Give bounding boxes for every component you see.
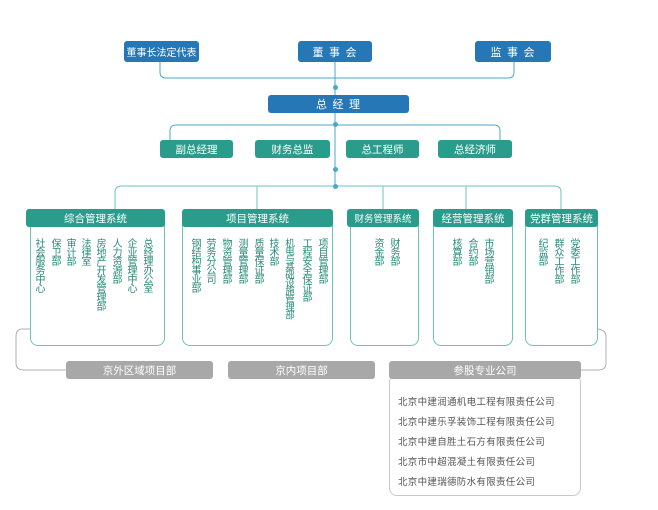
legal-representative-node: 董事长法定代表	[124, 41, 199, 62]
dept-label: 党委工作部	[568, 238, 579, 283]
dept-label: 资金部	[372, 238, 383, 265]
dept-label: 核算部	[450, 238, 461, 265]
dept-label: 财务部	[388, 238, 399, 265]
dept-label: 合约部	[466, 238, 477, 265]
system-panel-general	[30, 213, 165, 346]
connector-dot	[333, 184, 338, 189]
dept-label: 法律室	[79, 238, 90, 265]
dept-label: 劳务分公司	[204, 238, 215, 283]
dept-label: 社会服务中心	[33, 238, 44, 292]
system-header-general: 综合管理系统	[26, 209, 165, 227]
dept-label: 市场营销部	[482, 238, 493, 283]
system-panel-finance	[350, 213, 419, 346]
company-item: 北京中建润通机电工程有限责任公司	[398, 397, 555, 408]
system-header-business: 经营管理系统	[433, 209, 513, 227]
board-node: 董 事 会	[298, 41, 372, 62]
company-item: 北京中建自胜土石方有限责任公司	[398, 437, 546, 448]
connector-dot	[333, 122, 338, 127]
company-item: 北京中建瑞德防水有限责任公司	[398, 477, 536, 488]
dept-label: 机电与基础设施管理部	[283, 238, 294, 318]
dept-label: 人力资源部	[110, 238, 121, 283]
system-header-party: 党群管理系统	[525, 209, 598, 227]
cfo-node: 财务总监	[255, 140, 330, 158]
dept-label: 纪监部	[536, 238, 547, 265]
dept-label: 保卫部	[49, 238, 60, 265]
system-header-finance: 财务管理系统	[347, 209, 419, 227]
dept-label: 总经理办公室	[141, 238, 152, 292]
dept-label: 房地产开发管理部	[94, 238, 105, 310]
dept-label: 物资管理部	[220, 238, 231, 283]
chief-engineer-node: 总工程师	[346, 140, 419, 158]
dept-label: 审计部	[64, 238, 75, 265]
deputy-gm-node: 副总经理	[160, 140, 233, 158]
chief-economist-node: 总经济师	[438, 140, 512, 158]
dept-label: 项目管理部	[316, 238, 327, 283]
company-item: 北京市中超混凝土有限责任公司	[398, 457, 536, 468]
general-manager-node: 总 经 理	[268, 95, 409, 113]
system-panel-project	[182, 213, 333, 346]
dept-label: 质量保证部	[252, 238, 263, 283]
dept-label: 测量管理部	[236, 238, 247, 283]
supervisory-board-node: 监 事 会	[475, 41, 551, 62]
system-panel-business	[433, 213, 513, 346]
companies-header: 参股专业公司	[389, 361, 581, 379]
dept-label: 技术部	[267, 238, 278, 265]
dept-label: 工程安全保证部	[300, 238, 311, 301]
dept-label: 群众工作部	[552, 238, 563, 283]
companies-panel	[389, 374, 581, 496]
connector-dot	[333, 85, 338, 90]
outer-region-projects-node: 京外区域项目部	[66, 361, 213, 379]
system-header-project: 项目管理系统	[182, 209, 333, 227]
company-item: 北京中建乐孚装饰工程有限责任公司	[398, 417, 555, 428]
beijing-projects-node: 京内项目部	[228, 361, 375, 379]
connector-dot	[333, 167, 338, 172]
dept-label: 企业管理中心	[125, 238, 136, 292]
dept-label: 钢结构事业部	[189, 238, 200, 292]
